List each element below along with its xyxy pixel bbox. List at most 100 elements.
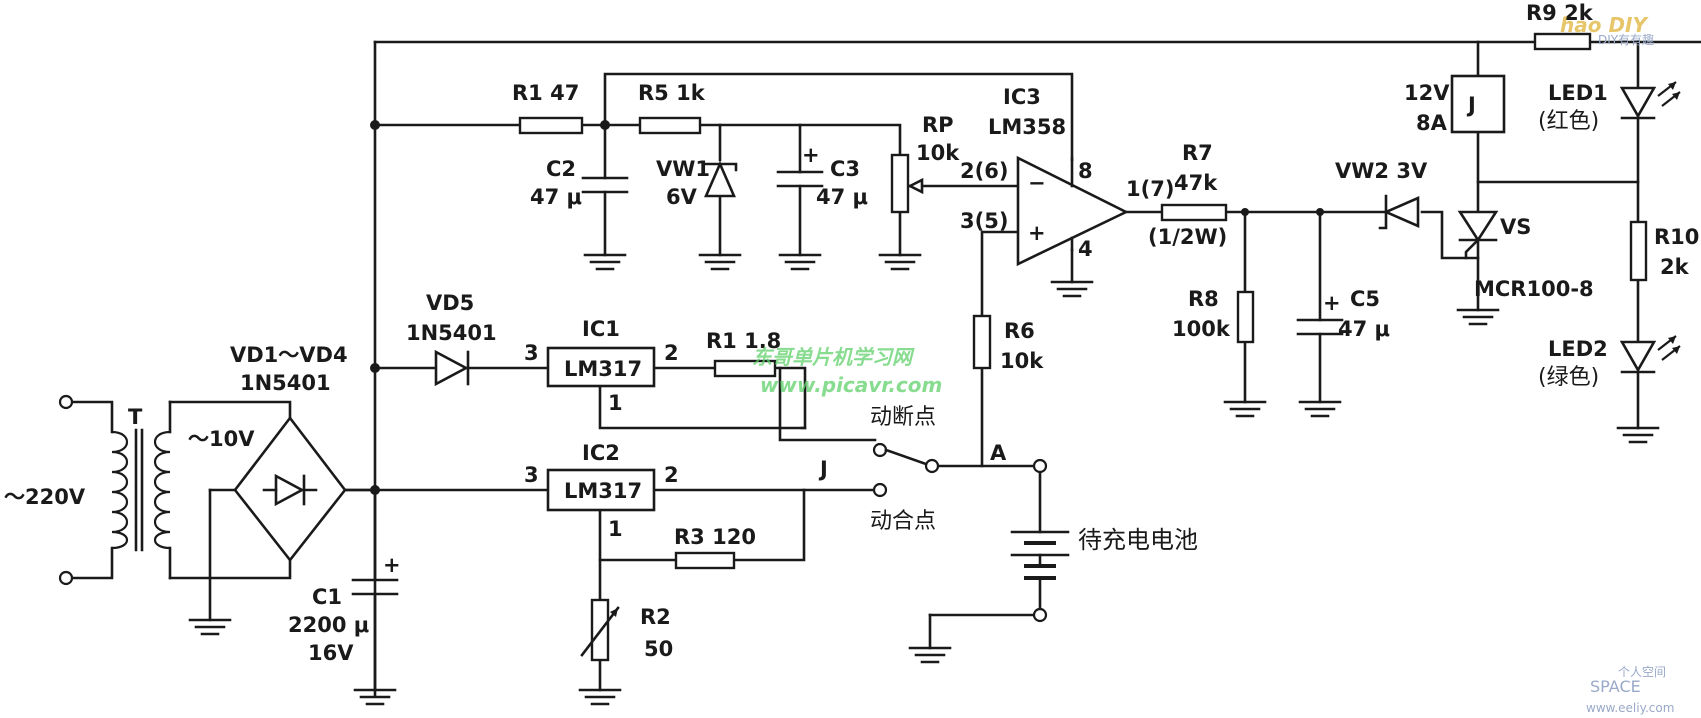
r7-label: R7 (1182, 141, 1213, 165)
r1-resistor (518, 116, 584, 135)
c2-value: 47 μ (530, 185, 582, 209)
ic1-pin1: 1 (608, 391, 623, 415)
relay-switch (872, 442, 940, 498)
vd14-type: 1N5401 (240, 371, 331, 395)
r9-resistor (1533, 32, 1592, 51)
relay-j-label: J (1466, 93, 1476, 117)
vw2-zener (1378, 194, 1420, 230)
ic3-opamp (1016, 155, 1129, 267)
r5-resistor (638, 116, 702, 135)
watermark-cn: 东哥单片机学习网 (752, 345, 915, 369)
wires (70, 40, 1701, 697)
ic1-label: IC1 (582, 317, 620, 341)
mains-terminals (58, 394, 74, 586)
ground-symbols (188, 253, 1660, 706)
pin-out-label: 1(7) (1126, 177, 1174, 201)
ic2-pin1: 1 (608, 517, 623, 541)
r8-value: 100k (1172, 317, 1231, 341)
c2-capacitor (581, 176, 629, 194)
ic1-lm317 (546, 346, 656, 388)
c3-capacitor: + (776, 143, 824, 188)
node-a-label: A (990, 441, 1007, 465)
ic2-label: IC2 (582, 441, 620, 465)
rp-potentiometer (890, 153, 924, 214)
vs-label: VS (1500, 215, 1531, 239)
c1-plus: + (383, 553, 401, 577)
r2-value: 50 (644, 637, 673, 661)
r7-power: (1/2W) (1148, 225, 1227, 249)
c5-label: C5 (1350, 287, 1380, 311)
c1-voltage: 16V (308, 641, 354, 665)
vw1-label: VW1 (656, 157, 710, 181)
battery-terminals (1032, 458, 1048, 623)
vw2-label: VW2 3V (1335, 159, 1428, 183)
vs-thyristor (1457, 210, 1499, 260)
ic2-type: LM317 (564, 479, 642, 503)
r8-label: R8 (1188, 287, 1219, 311)
c1-value: 2200 μ (288, 613, 369, 637)
c5-plus-mark: + (1323, 291, 1341, 315)
r1b-label: R1 1.8 (706, 329, 781, 353)
r8-resistor (1236, 290, 1255, 344)
ic2-pin2: 2 (664, 463, 679, 487)
led2-color: (绿色) (1538, 365, 1599, 390)
watermark-corner-url: www.eeliy.com (1586, 701, 1674, 715)
transformer-t (111, 400, 172, 580)
ic3-label: IC3 (1003, 85, 1041, 109)
ic1-pin3: 3 (524, 341, 539, 365)
pin8-label: 8 (1078, 159, 1093, 183)
c3-value: 47 μ (816, 185, 868, 209)
c3-label: C3 (830, 157, 860, 181)
make-point-label: 动合点 (870, 509, 936, 534)
ic1-type: LM317 (564, 357, 642, 381)
relay-current: 8A (1416, 111, 1448, 135)
pin4-label: 4 (1078, 237, 1093, 261)
rp-label: RP (922, 113, 954, 137)
led1 (1619, 81, 1681, 120)
vs-type: MCR100-8 (1474, 277, 1594, 301)
r5-label: R5 1k (638, 81, 706, 105)
r1b-resistor (713, 359, 777, 378)
c2-label: C2 (546, 157, 576, 181)
led1-color: (红色) (1538, 109, 1599, 134)
r10-label: R10 (1654, 225, 1699, 249)
vd14-label: VD1～VD4 (230, 343, 348, 367)
watermark-corner-cn: 个人空间 (1618, 665, 1666, 679)
watermark-logo-sub: DIY有有趣 (1598, 32, 1654, 47)
watermarks: 东哥单片机学习网 www.picavr.com hao DIY DIY有有趣 个… (752, 13, 1674, 715)
relay-voltage: 12V (1404, 81, 1450, 105)
c5-capacitor (1296, 318, 1344, 336)
watermark-url: www.picavr.com (760, 373, 942, 397)
watermark-corner-logo: SPACE (1590, 677, 1641, 696)
mains-label: ～220V (4, 485, 86, 509)
ic3-type: LM358 (988, 115, 1066, 139)
r2-label: R2 (640, 605, 671, 629)
c5-value: 47 μ (1338, 317, 1390, 341)
junction-dots (370, 120, 1324, 495)
ic1-pin2: 2 (664, 341, 679, 365)
rp-value: 10k (916, 141, 960, 165)
opamp-plus: + (1028, 221, 1046, 245)
relay-j (1450, 74, 1506, 134)
c1-label: C1 (312, 585, 342, 609)
c1-capacitor: + (351, 553, 401, 596)
led1-label: LED1 (1548, 81, 1608, 105)
vw1-value: 6V (666, 185, 698, 209)
relay-contact-label: J (818, 457, 828, 481)
r9-label: R9 2k (1526, 1, 1594, 25)
pin-inv-label: 2(6) (960, 159, 1008, 183)
battery-label: 待充电电池 (1078, 526, 1198, 554)
led2 (1619, 335, 1681, 374)
break-point-label: 动断点 (870, 405, 936, 430)
r3-resistor (674, 551, 736, 570)
pin-noninv-label: 3(5) (960, 209, 1008, 233)
opamp-minus: − (1028, 171, 1046, 195)
vd5-type: 1N5401 (406, 321, 497, 345)
vd5-diode (434, 349, 470, 387)
r10-value: 2k (1660, 255, 1690, 279)
bridge-rectifier (233, 415, 347, 563)
vd5-label: VD5 (426, 291, 474, 315)
r2-rheostat (580, 598, 620, 662)
battery (1010, 530, 1070, 580)
